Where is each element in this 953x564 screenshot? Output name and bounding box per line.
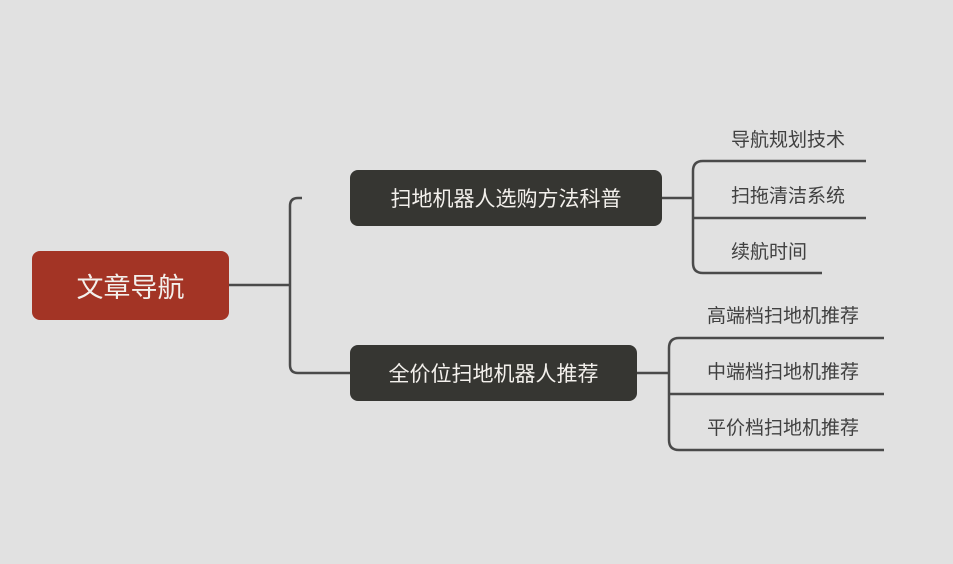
branch-node-recommendations[interactable]: 全价位扫地机器人推荐	[350, 345, 637, 401]
branch-node-buying-guide[interactable]: 扫地机器人选购方法科普	[350, 170, 662, 226]
leaf-node[interactable]: 导航规划技术	[731, 129, 846, 151]
branch-label: 全价位扫地机器人推荐	[388, 362, 599, 386]
leaf-node[interactable]: 中端档扫地机推荐	[707, 361, 860, 383]
leaf-node[interactable]: 续航时间	[731, 241, 808, 263]
leaf-node[interactable]: 扫拖清洁系统	[731, 185, 846, 207]
leaf-node[interactable]: 平价档扫地机推荐	[707, 417, 860, 439]
leaf-node[interactable]: 高端档扫地机推荐	[707, 305, 860, 327]
root-bracket	[288, 196, 350, 375]
branch-label: 扫地机器人选购方法科普	[390, 187, 622, 211]
root-label: 文章导航	[76, 273, 185, 304]
root-node[interactable]: 文章导航	[32, 251, 229, 320]
